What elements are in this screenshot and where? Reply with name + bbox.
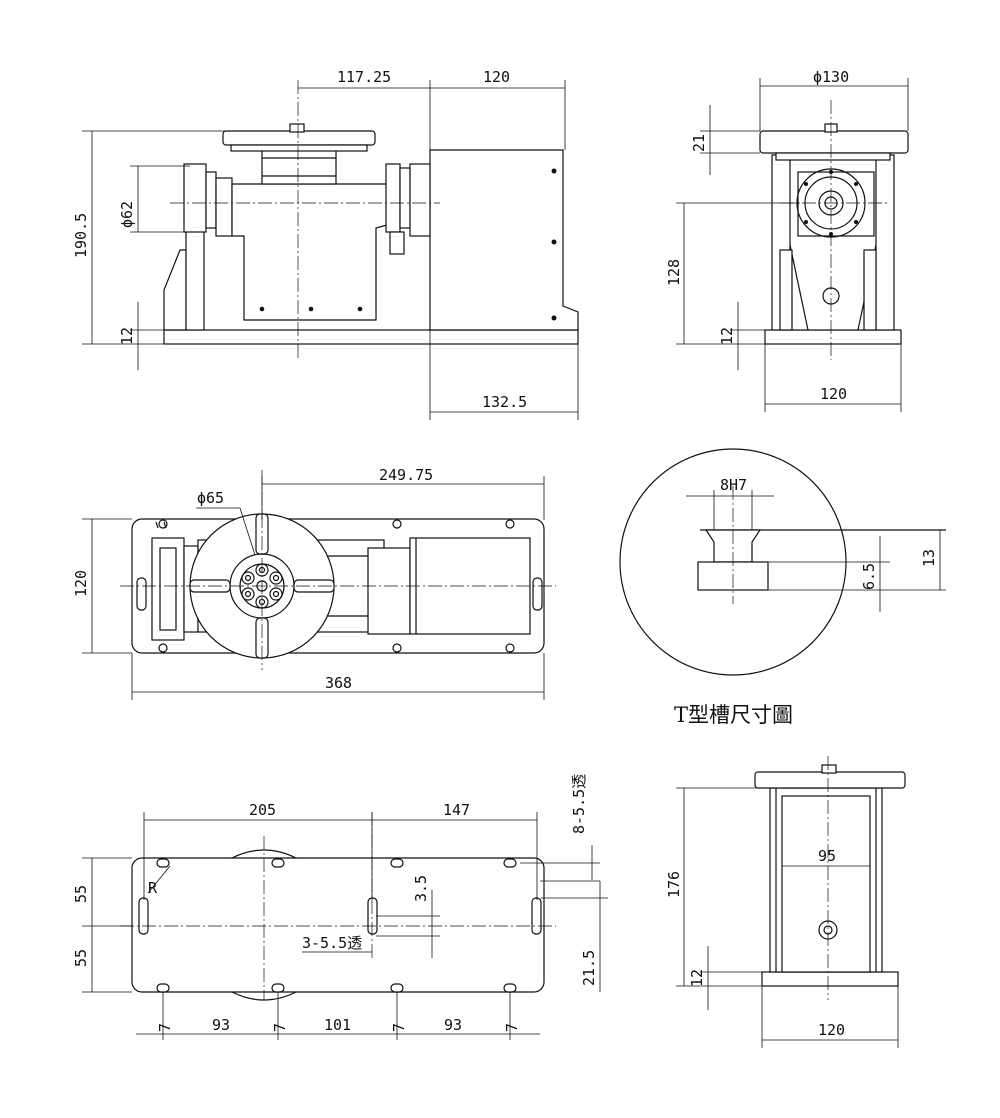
front-dim-phi62: ϕ62 <box>118 201 136 228</box>
bottom-dim-93-left: 93 <box>212 1016 230 1034</box>
front-cradle <box>231 183 399 321</box>
tslot-dim-13: 13 <box>920 549 938 567</box>
bottom-dim-55-lower: 55 <box>72 949 90 967</box>
bottom-base-outline <box>131 857 545 993</box>
side-dim-128: 128 <box>665 259 683 286</box>
bottom-dim-r: R <box>148 879 158 897</box>
bottom-dim-7-d: 7 <box>503 1023 521 1032</box>
front-dim-117-25: 117.25 <box>337 68 391 86</box>
bottom-dim-147: 147 <box>443 801 470 819</box>
end-base-plate <box>761 971 899 987</box>
top-view: 249.75 ϕ65 120 368 <box>72 466 556 700</box>
bottom-dim-21-5: 21.5 <box>580 950 598 986</box>
side-dim-phi130: ϕ130 <box>813 68 849 86</box>
top-dim-phi65: ϕ65 <box>197 489 224 507</box>
front-motor-housing <box>429 149 579 331</box>
end-dim-95: 95 <box>818 847 836 865</box>
front-dim-190-5: 190.5 <box>72 213 90 258</box>
bottom-dim-101: 101 <box>324 1016 351 1034</box>
end-dim-120: 120 <box>818 1021 845 1039</box>
front-table <box>222 130 376 146</box>
front-dim-120: 120 <box>483 68 510 86</box>
bottom-dim-205: 205 <box>249 801 276 819</box>
end-dim-176: 176 <box>665 871 683 898</box>
bottom-dim-93-right: 93 <box>444 1016 462 1034</box>
top-dim-120: 120 <box>72 570 90 597</box>
end-table <box>754 771 906 789</box>
side-head <box>797 171 875 237</box>
side-table <box>759 130 909 154</box>
tslot-dim-8h7: 8H7 <box>720 476 747 494</box>
tslot-caption: T型槽尺寸圖 <box>674 703 793 727</box>
side-view: ϕ130 21 128 12 120 <box>665 68 909 412</box>
side-dim-120: 120 <box>820 385 847 403</box>
bottom-dim-7-c: 7 <box>390 1023 408 1032</box>
front-rotary-head <box>261 149 337 185</box>
front-dim-12: 12 <box>118 327 136 345</box>
end-dim-12: 12 <box>688 969 706 987</box>
end-view: 176 95 12 120 <box>665 756 906 1048</box>
front-base-plate <box>163 329 579 345</box>
bottom-dim-55-upper: 55 <box>72 885 90 903</box>
tslot-detail: 8H7 6.5 13 T型槽尺寸圖 <box>619 448 946 727</box>
bottom-dim-3-5: 3.5 <box>412 875 430 902</box>
bottom-dim-3-holes: 3-5.5透 <box>302 934 362 952</box>
tslot-dim-6-5: 6.5 <box>860 563 878 590</box>
side-base-plate <box>764 329 902 345</box>
bottom-view: 205 147 8-5.5透 R 55 55 3.5 3-5.5透 21.5 9… <box>72 774 608 1040</box>
bottom-dim-7-a: 7 <box>156 1023 174 1032</box>
bottom-dim-7-b: 7 <box>271 1023 289 1032</box>
top-dim-249-75: 249.75 <box>379 466 433 484</box>
bottom-dim-8-holes: 8-5.5透 <box>570 774 588 834</box>
side-dim-21: 21 <box>690 134 708 152</box>
side-dim-12: 12 <box>718 327 736 345</box>
front-dim-132-5: 132.5 <box>482 393 527 411</box>
top-dim-368: 368 <box>325 674 352 692</box>
front-left-support <box>163 249 187 331</box>
front-view: 117.25 120 190.5 ϕ62 12 132.5 <box>72 68 579 420</box>
